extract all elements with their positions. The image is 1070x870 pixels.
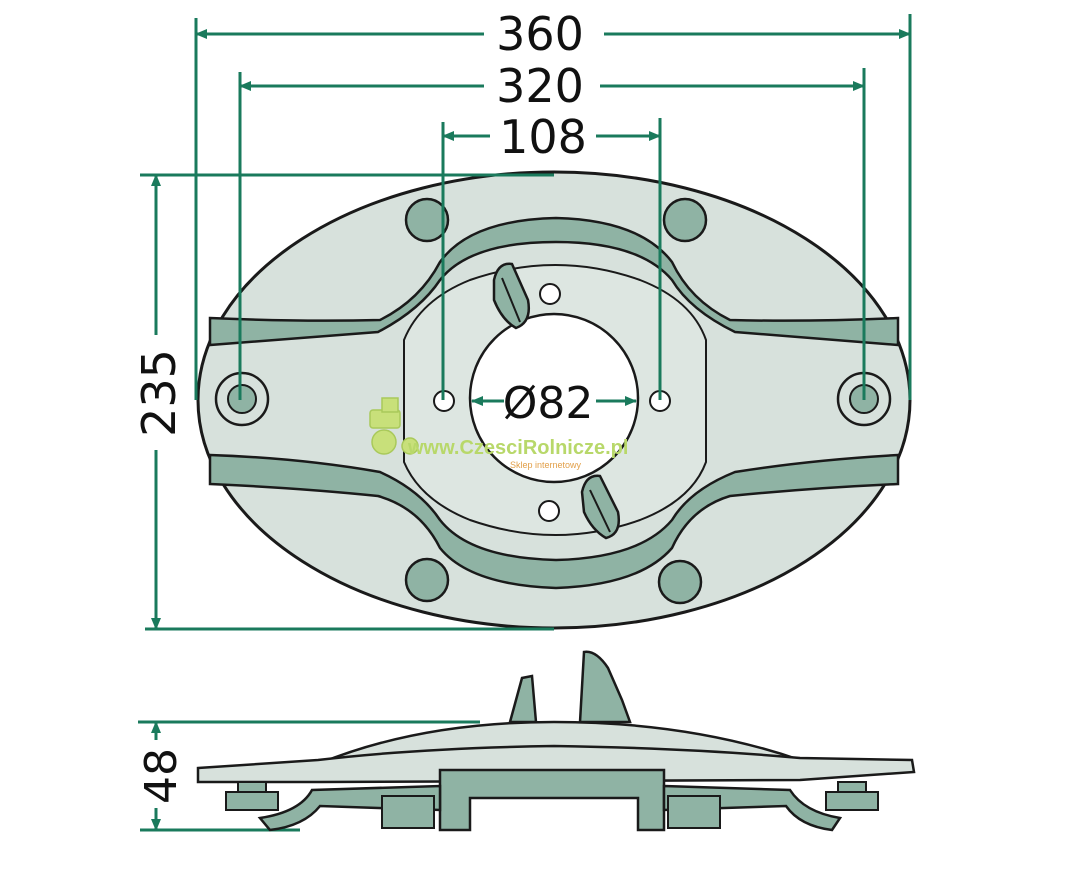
watermark-tagline: Sklep internetowy xyxy=(510,460,582,470)
boss-top-right xyxy=(662,197,708,243)
boss-top-left xyxy=(404,197,450,243)
bore-diameter-label: Ø82 xyxy=(503,378,594,429)
dimension-108-label: 108 xyxy=(499,110,587,164)
watermark: www.CzesciRolnicze.pl Sklep internetowy xyxy=(369,397,628,470)
plate-side-view xyxy=(196,650,916,832)
watermark-site: www.CzesciRolnicze.pl xyxy=(407,437,628,459)
plate-top-view xyxy=(196,170,912,630)
boss-bottom-right xyxy=(657,559,703,605)
boss-bottom-left xyxy=(404,557,450,603)
tractor-icon xyxy=(369,397,419,455)
knife-lug-top xyxy=(492,262,530,330)
center-bore xyxy=(468,312,640,484)
dimension-360-label: 360 xyxy=(496,7,584,61)
dimension-235-label: 235 xyxy=(132,349,186,437)
knife-lug-bottom xyxy=(580,474,620,540)
dimension-320-label: 320 xyxy=(496,59,584,113)
dimension-48-label: 48 xyxy=(136,748,187,804)
